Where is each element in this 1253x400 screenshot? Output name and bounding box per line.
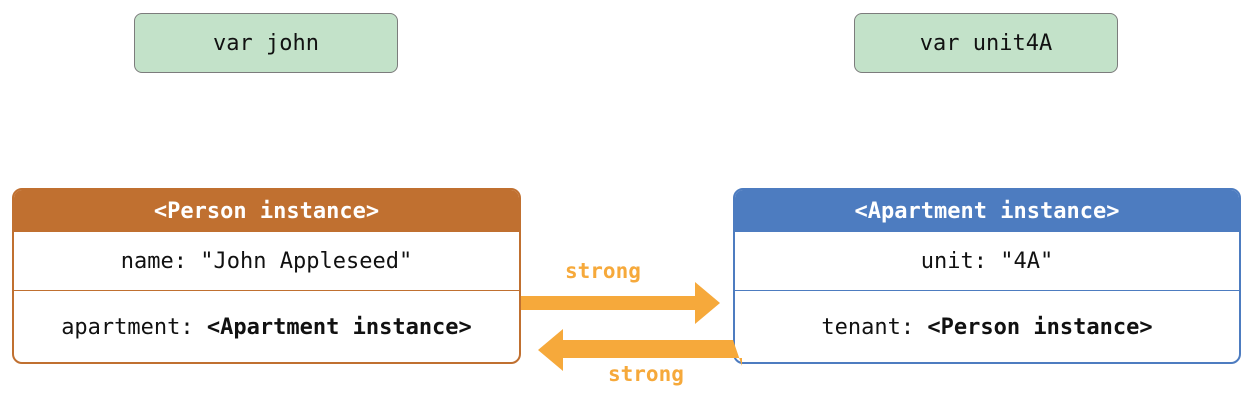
- apartment-unit-label: unit:: [920, 248, 1001, 274]
- strong-label-top: strong: [565, 259, 641, 283]
- var-john-box: var john: [134, 13, 398, 73]
- apartment-tenant-value: <Person instance>: [927, 314, 1153, 340]
- strong-arrow-apartment-to-person: [538, 329, 742, 371]
- strong-label-bottom: strong: [608, 362, 684, 386]
- apartment-instance-box: <Apartment instance> unit: "4A" tenant: …: [733, 188, 1241, 364]
- apartment-unit-row: unit: "4A": [735, 232, 1239, 290]
- apartment-instance-title: <Apartment instance>: [854, 198, 1120, 224]
- var-unit4a-label: var unit4A: [919, 30, 1053, 56]
- person-name-label: name:: [120, 248, 201, 274]
- apartment-instance-header: <Apartment instance>: [735, 190, 1239, 232]
- apartment-tenant-label: tenant:: [821, 314, 928, 340]
- person-apartment-label: apartment:: [61, 314, 207, 340]
- apartment-tenant-row: tenant: <Person instance>: [735, 290, 1239, 362]
- person-instance-title: <Person instance>: [153, 198, 380, 224]
- strong-arrow-person-to-apartment: [521, 282, 720, 324]
- person-apartment-value: <Apartment instance>: [206, 314, 472, 340]
- var-john-label: var john: [213, 30, 319, 56]
- person-name-value: "John Appleseed": [200, 248, 413, 274]
- apartment-unit-value: "4A": [1000, 248, 1054, 274]
- person-name-row: name: "John Appleseed": [14, 232, 519, 290]
- person-instance-box: <Person instance> name: "John Appleseed"…: [12, 188, 521, 364]
- var-unit4a-box: var unit4A: [854, 13, 1118, 73]
- person-instance-header: <Person instance>: [14, 190, 519, 232]
- person-apartment-row: apartment: <Apartment instance>: [14, 290, 519, 362]
